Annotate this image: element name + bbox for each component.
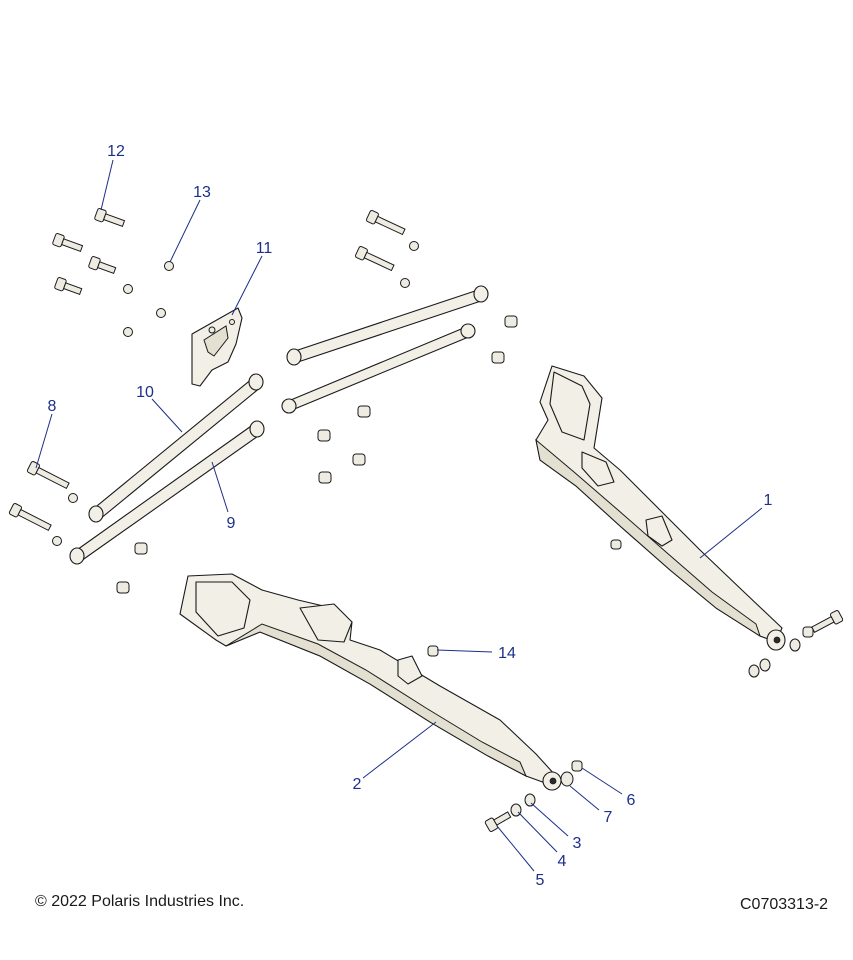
callout-5: 5 <box>536 872 545 889</box>
bracket-11 <box>191 307 243 387</box>
callout-4: 4 <box>558 853 567 870</box>
bolt-ur-a <box>365 210 406 236</box>
hardware-arm-2 <box>484 760 583 832</box>
callout-1: 1 <box>764 492 773 509</box>
nut-6 <box>571 760 583 772</box>
nut-13b <box>123 284 133 294</box>
bolt-upper-right-group <box>354 210 419 288</box>
callout-8: 8 <box>48 398 57 415</box>
trailing-arm-2 <box>179 573 562 791</box>
drawing-id: C0703313-2 <box>740 896 829 913</box>
nut-14 <box>427 645 439 657</box>
callout-3: 3 <box>573 835 582 852</box>
nut-13c <box>156 308 166 318</box>
callout-11: 11 <box>256 240 273 257</box>
bolt-8-group <box>8 461 148 594</box>
callout-7: 7 <box>604 809 613 826</box>
callout-10: 10 <box>136 384 154 401</box>
callout-labels: 1 2 3 4 5 6 7 8 9 10 11 12 13 14 <box>48 143 773 889</box>
nut-13d <box>123 327 133 337</box>
leader-lines <box>35 159 763 872</box>
trailing-arm-1 <box>535 365 786 651</box>
bolt-5 <box>484 811 512 832</box>
callout-9: 9 <box>227 515 236 532</box>
hardware-arm-1 <box>748 610 844 678</box>
bolt-8a <box>26 461 70 490</box>
bolt-12b <box>52 233 84 253</box>
upper-link-rods <box>281 285 489 414</box>
bolt-ur-b <box>354 246 395 272</box>
callout-13: 13 <box>193 184 211 201</box>
link-rod-9 <box>69 420 265 565</box>
bolt-8b <box>8 503 52 532</box>
bolt-12d <box>54 277 83 295</box>
bolt-12c <box>88 256 117 274</box>
callout-12: 12 <box>107 143 125 160</box>
washer-7 <box>560 771 574 787</box>
nut-13-group <box>123 261 174 337</box>
copyright-text: © 2022 Polaris Industries Inc. <box>35 893 245 910</box>
callout-14: 14 <box>498 645 516 662</box>
callout-2: 2 <box>353 776 362 793</box>
bolt-12-group <box>52 208 126 295</box>
bolt-12a <box>94 208 126 228</box>
nut-13a <box>164 261 174 271</box>
bushing-group-right <box>317 315 622 550</box>
bushing-3 <box>524 793 536 807</box>
callout-6: 6 <box>627 792 636 809</box>
link-rod-10 <box>88 373 264 523</box>
